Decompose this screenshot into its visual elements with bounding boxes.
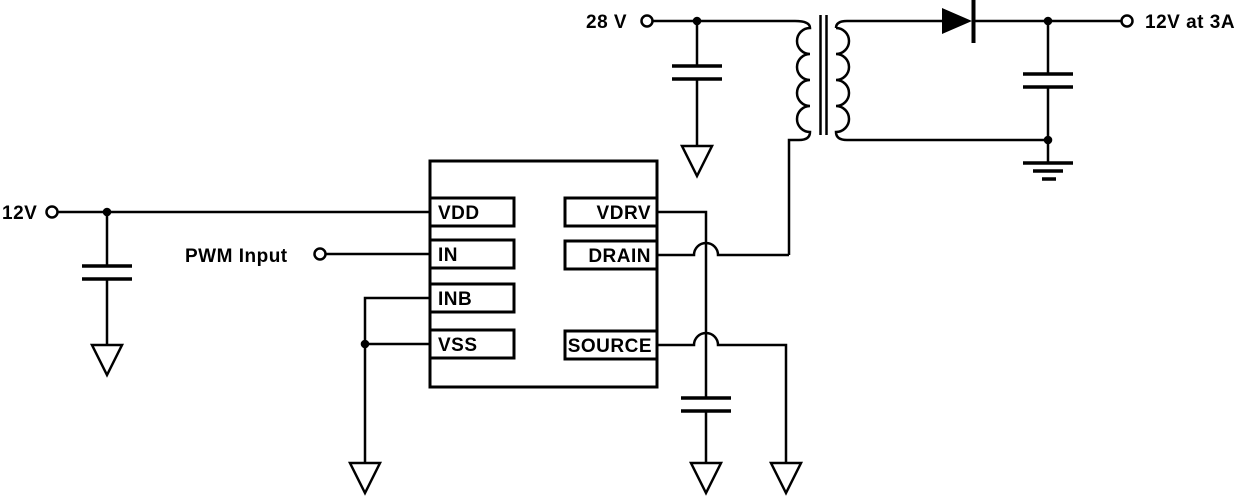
diode-anode-triangle bbox=[942, 8, 972, 34]
pin-box-source bbox=[563, 329, 659, 361]
terminal-pwm-input bbox=[313, 247, 327, 261]
capacitor-vdd-bypass bbox=[82, 264, 132, 281]
pin-box-inb bbox=[428, 282, 516, 314]
ground-triangle-vss bbox=[347, 461, 383, 496]
terminal-12v bbox=[45, 205, 59, 219]
pin-box-vdrv bbox=[563, 196, 659, 228]
transformer-core-bars bbox=[819, 15, 828, 135]
wire-drain-with-hop bbox=[657, 241, 789, 257]
capacitor-28v-input bbox=[672, 64, 722, 81]
wire-secondary-top-lead bbox=[834, 19, 942, 29]
junction-dot-output-top bbox=[1043, 16, 1053, 26]
label-pwm-input: PWM Input bbox=[185, 246, 288, 267]
wire-28v-rail-primary-winding bbox=[653, 19, 812, 255]
ground-triangle-vdrv-cap bbox=[688, 461, 724, 496]
junction-dot-12v bbox=[102, 207, 112, 217]
terminal-output bbox=[1120, 14, 1134, 28]
terminal-28v bbox=[640, 14, 654, 28]
capacitor-vdrv bbox=[681, 396, 731, 413]
junction-dot-inb-vss bbox=[360, 339, 370, 349]
capacitor-output bbox=[1023, 72, 1073, 89]
pin-box-vdd bbox=[428, 196, 516, 228]
pin-box-vss bbox=[428, 328, 516, 360]
ground-triangle-vdd-cap bbox=[89, 343, 125, 378]
pin-label-inb: INB bbox=[438, 289, 472, 310]
label-12v-at-3a: 12V at 3A bbox=[1145, 12, 1235, 33]
pin-label-drain: DRAIN bbox=[588, 246, 651, 267]
ground-triangle-28v-cap bbox=[679, 144, 715, 179]
pin-label-vss: VSS bbox=[438, 335, 478, 356]
pin-label-vdd: VDD bbox=[438, 203, 480, 224]
pin-label-vdrv: VDRV bbox=[597, 203, 651, 224]
label-28v: 28 V bbox=[586, 12, 627, 33]
pin-label-source: SOURCE bbox=[568, 336, 652, 357]
wire-inb-vss-ground bbox=[363, 296, 430, 462]
label-12v: 12V bbox=[2, 203, 37, 224]
pin-box-in bbox=[428, 238, 516, 270]
ground-triangle-source bbox=[768, 461, 804, 496]
wire-source-with-hop bbox=[657, 331, 788, 462]
pin-label-in: IN bbox=[438, 245, 458, 266]
earth-ground-output bbox=[1023, 161, 1073, 181]
wire-secondary-winding-return bbox=[834, 26, 1048, 142]
junction-dot-output-return bbox=[1043, 135, 1053, 145]
junction-dot-28v bbox=[692, 16, 702, 26]
wire-vdrv-vertical bbox=[657, 210, 708, 462]
pin-box-drain bbox=[563, 239, 659, 271]
